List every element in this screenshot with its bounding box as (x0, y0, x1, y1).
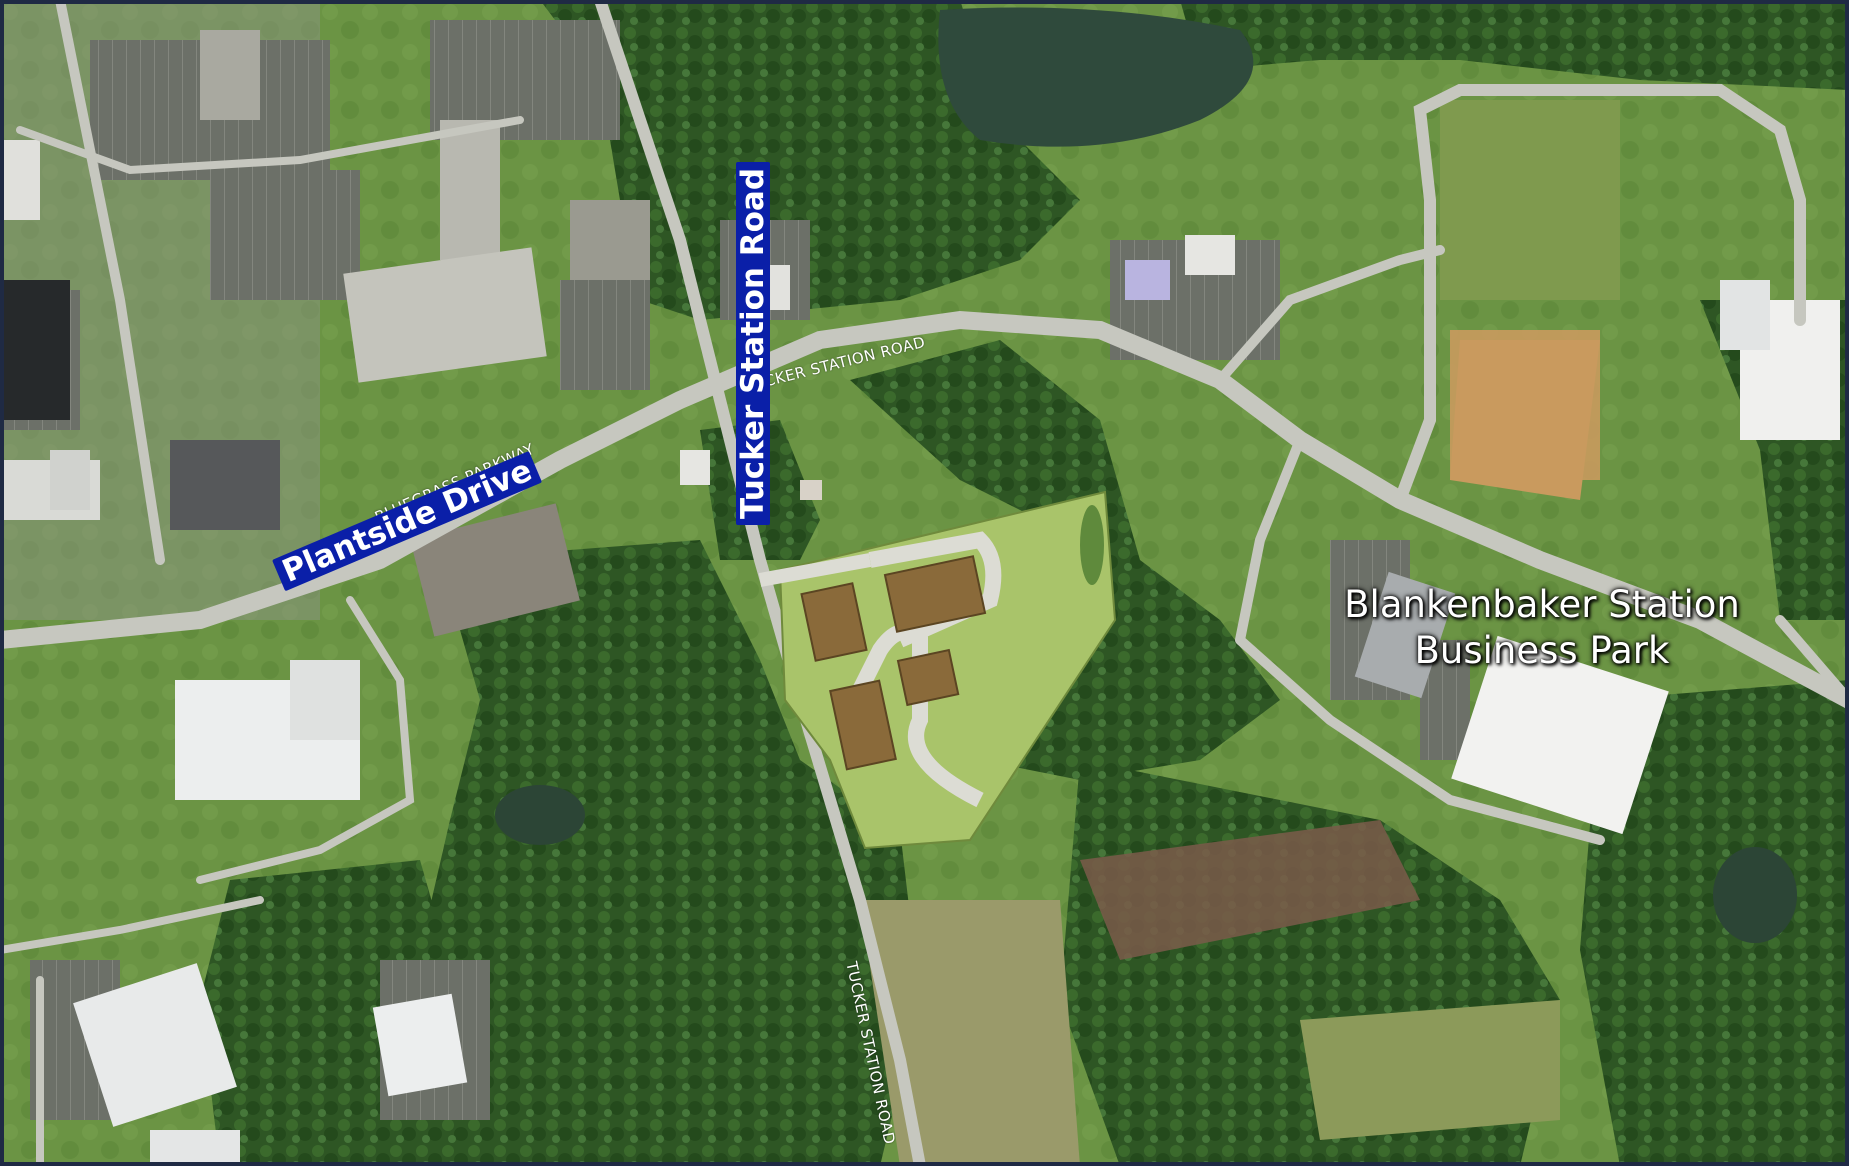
tucker-station-road-north (594, 0, 926, 1166)
plantside-drive-road (0, 310, 1849, 709)
connector-road (1215, 245, 1445, 385)
proposed-building-3 (829, 679, 897, 771)
east-edge-road (1775, 615, 1849, 705)
proposed-building-2 (883, 555, 987, 633)
park-label-line-1: Blankenbaker Station (1344, 583, 1740, 626)
pond-west (495, 785, 585, 845)
park-loop-road (1394, 84, 1806, 506)
west-grid-road-2 (16, 116, 524, 175)
park-label-line-2: Business Park (1414, 629, 1670, 672)
buildings (0, 30, 1840, 1166)
proposed-building-4 (896, 648, 960, 707)
west-grid-road-1 (55, 0, 165, 565)
south-road (0, 896, 264, 1166)
proposed-building-1 (800, 582, 868, 662)
site-plan-driveway (852, 531, 1002, 808)
site-plan-tree-cluster (1080, 505, 1104, 585)
site-plan-access-drive (758, 553, 872, 587)
pond (938, 7, 1254, 147)
blankenbaker-station-label: Blankenbaker Station Business Park (1332, 582, 1752, 674)
site-plan (758, 490, 1117, 850)
pond-east (1713, 847, 1797, 943)
park-loop-road-2 (1235, 435, 1605, 845)
west-grid-road-3 (196, 596, 415, 884)
tucker-station-road-label: Tucker Station Road (735, 161, 771, 525)
